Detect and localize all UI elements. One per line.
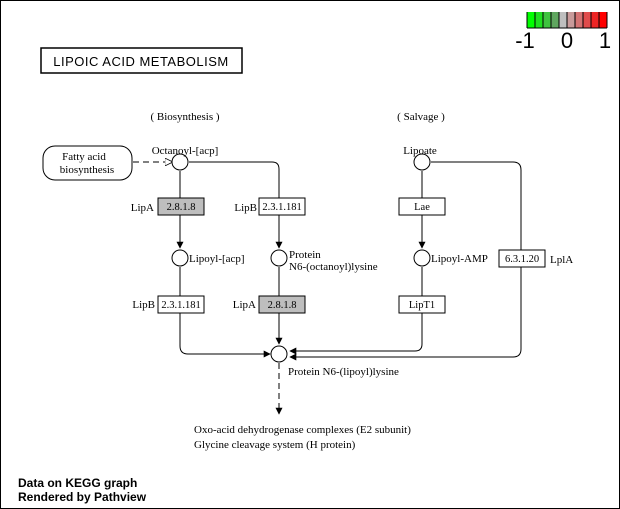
enzyme-lipb-bottom-gene: LipB	[132, 299, 155, 311]
enzyme-lipb-top-gene: LipB	[234, 202, 257, 214]
compound-protein-lipoyl-lysine[interactable]	[270, 345, 288, 363]
legend-swatch	[543, 12, 552, 28]
enzyme-lae-label: Lae	[414, 202, 430, 213]
enzyme-lpla-ec: 6.3.1.20	[505, 254, 539, 265]
edge-octanoyl-to-protein-octanoyl	[189, 161, 283, 249]
enzyme-lpla-gene: LplA	[550, 254, 573, 266]
legend-swatch	[559, 12, 568, 28]
legend-swatch	[583, 12, 592, 28]
enzyme-lipb-bottom-box[interactable]	[157, 295, 205, 314]
legend-swatch	[551, 12, 560, 28]
enzyme-lipa-top[interactable]: LipA 2.8.1.8	[131, 197, 205, 216]
enzyme-lae-box[interactable]	[398, 197, 446, 216]
enzyme-lipa-bottom[interactable]: LipA 2.8.1.8	[233, 295, 306, 314]
page-title: LIPOIC ACID METABOLISM	[53, 54, 228, 69]
enzyme-lipt1-box[interactable]	[398, 295, 446, 314]
legend-swatch	[591, 12, 600, 28]
legend-tick-max: 1	[599, 28, 611, 53]
section-salvage: ( Salvage )	[397, 111, 445, 123]
compound-lipoate-label: Lipoate	[403, 145, 437, 157]
enzyme-lipa-top-box[interactable]	[157, 197, 205, 216]
compound-protein-octanoyl-label-2: N6-(octanoyl)lysine	[289, 261, 378, 273]
legend-tick-zero: 0	[561, 28, 573, 53]
output-glycine-cleavage: Glycine cleavage system (H protein)	[194, 439, 356, 451]
legend-swatch	[535, 12, 544, 28]
compound-lipoyl-acp-label: Lipoyl-[acp]	[189, 253, 245, 265]
enzyme-lipa-top-gene: LipA	[131, 202, 154, 214]
compound-protein-octanoyl-label-1: Protein	[289, 249, 321, 261]
map-node-fatty-acid-biosynthesis[interactable]	[42, 145, 133, 181]
compound-protein-octanoyl-lysine[interactable]	[270, 249, 288, 267]
output-oxo-acid-dehydrogenase: Oxo-acid dehydrogenase complexes (E2 sub…	[194, 424, 411, 436]
enzyme-lipa-bottom-box[interactable]	[258, 295, 306, 314]
legend-color-bar	[526, 12, 608, 29]
enzyme-lipt1[interactable]: LipT1	[398, 295, 446, 314]
enzyme-lipb-top-box[interactable]	[258, 197, 306, 216]
edge-lipoyl-acp-to-protein-lipoyl	[179, 267, 271, 358]
map-node-fatty-acid-label-2: biosynthesis	[60, 164, 114, 176]
enzyme-lpla-box[interactable]	[498, 249, 546, 268]
compound-protein-lipoyl-label: Protein N6-(lipoyl)lysine	[288, 366, 399, 378]
enzyme-lipb-bottom-ec: 2.3.1.181	[161, 300, 200, 311]
enzyme-lipa-top-ec: 2.8.1.8	[167, 202, 196, 213]
legend-swatch	[527, 12, 536, 28]
enzyme-lipb-bottom[interactable]: LipB 2.3.1.181	[132, 295, 205, 314]
compound-octanoyl-acp[interactable]	[171, 153, 189, 171]
compound-lipoate[interactable]	[413, 153, 431, 171]
compound-octanoyl-acp-label: Octanoyl-[acp]	[152, 145, 219, 157]
map-node-fatty-acid-label-1: Fatty acid	[62, 151, 106, 163]
edge-lipoyl-amp-to-protein-lipoyl	[289, 267, 423, 355]
legend-tick-min: -1	[515, 28, 535, 53]
color-scale-legend: -1 0 1	[515, 12, 611, 53]
enzyme-lpla[interactable]: 6.3.1.20 LplA	[498, 249, 573, 268]
enzyme-lipb-top-ec: 2.3.1.181	[262, 202, 301, 213]
enzyme-lae[interactable]: Lae	[398, 197, 446, 216]
enzyme-lipb-top[interactable]: LipB 2.3.1.181	[234, 197, 306, 216]
compound-lipoyl-acp[interactable]	[171, 249, 189, 267]
enzyme-lipa-bottom-gene: LipA	[233, 299, 256, 311]
footer-line-data: Data on KEGG graph	[18, 476, 138, 490]
enzyme-lipa-bottom-ec: 2.8.1.8	[268, 300, 297, 311]
compound-lipoyl-amp[interactable]	[413, 249, 431, 267]
legend-swatch	[567, 12, 576, 28]
section-biosynthesis: ( Biosynthesis )	[150, 111, 219, 123]
footer-line-rendered: Rendered by Pathview	[18, 490, 147, 504]
legend-swatch	[599, 12, 608, 28]
compound-lipoyl-amp-label: Lipoyl-AMP	[431, 253, 488, 265]
footer: Data on KEGG graph Rendered by Pathview	[18, 476, 146, 504]
title-box	[40, 47, 243, 74]
legend-swatch	[575, 12, 584, 28]
enzyme-lipt1-label: LipT1	[409, 300, 435, 311]
